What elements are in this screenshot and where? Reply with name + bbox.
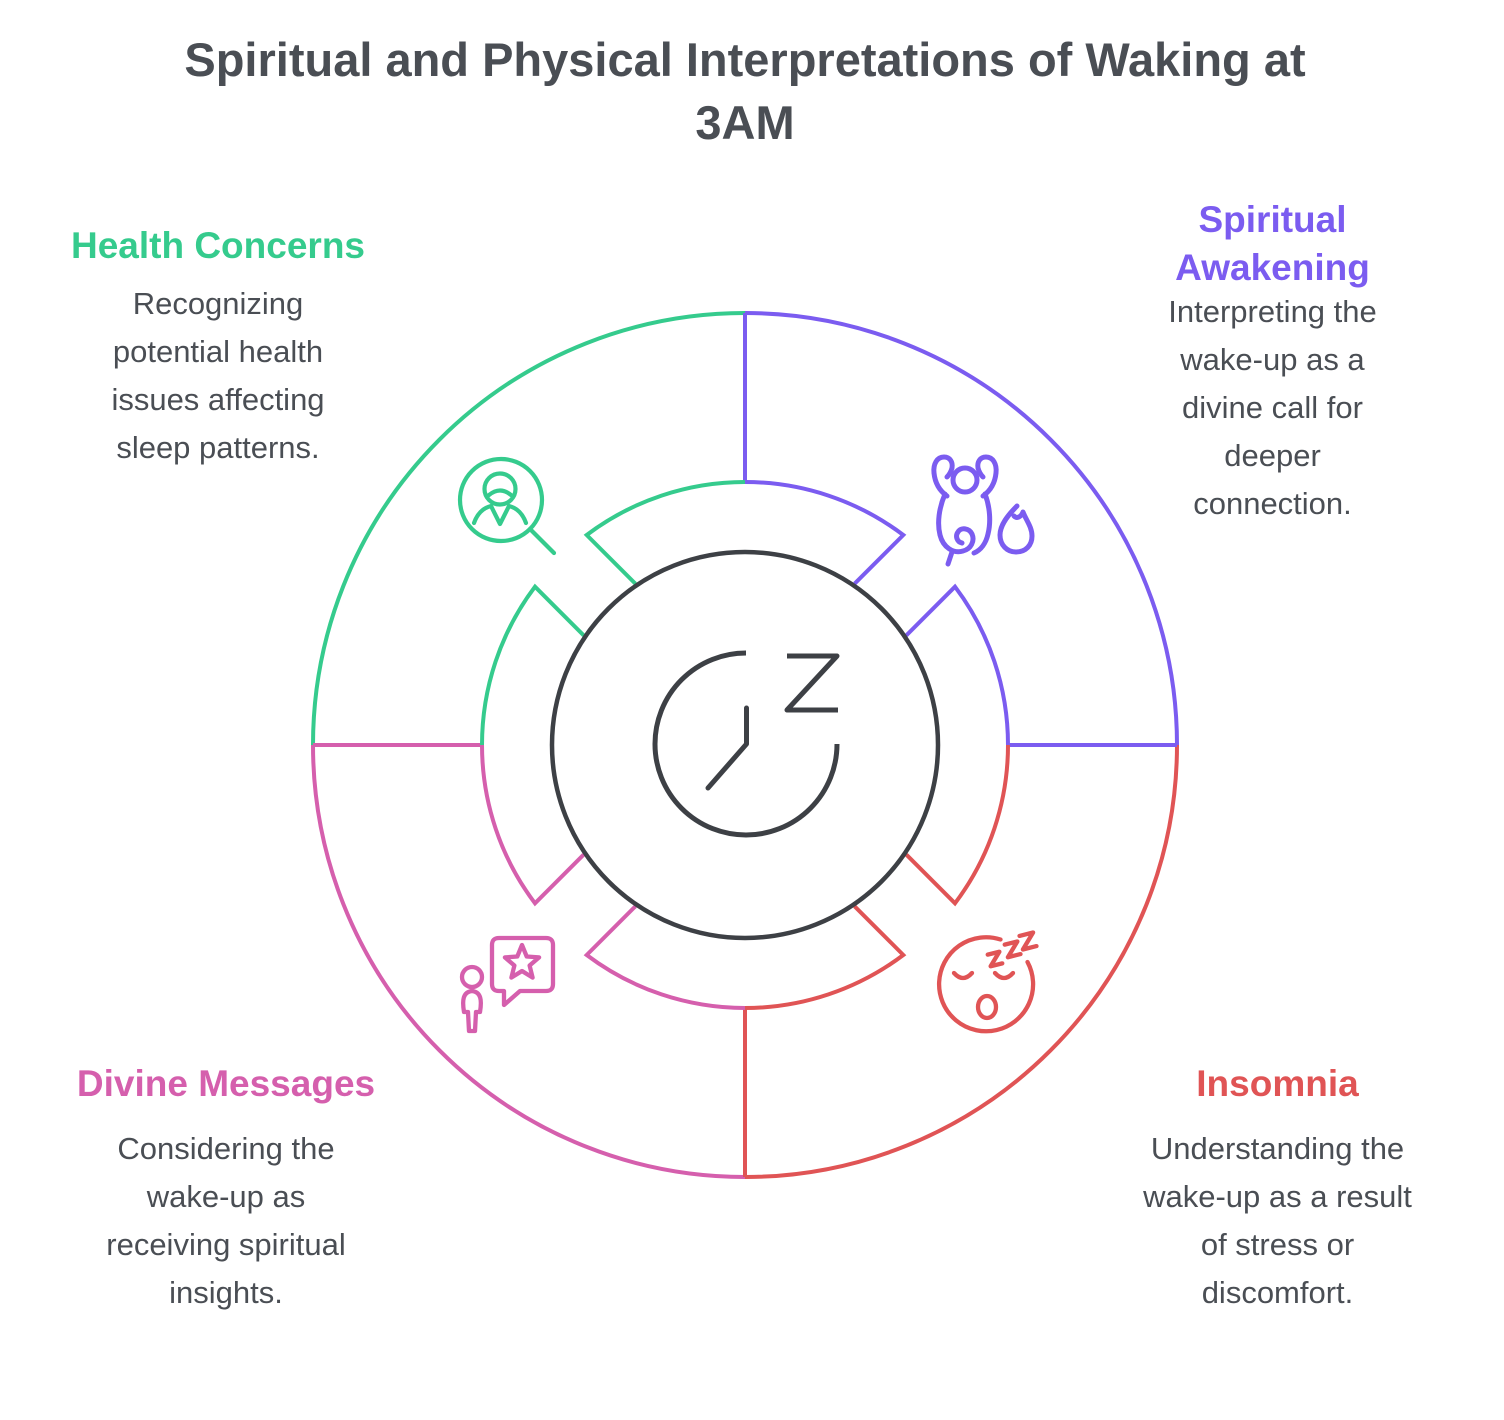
figure-leg	[945, 549, 955, 567]
middle-arrow-spiritual-a	[744, 480, 907, 586]
middle-arrow-spiritual	[744, 480, 1010, 746]
text-line: receiving spiritual	[106, 1227, 346, 1262]
text-line: connection.	[1193, 486, 1352, 521]
person-speech-bubble-star-icon	[459, 935, 556, 1034]
person-search-icon	[457, 456, 557, 556]
figure-body	[936, 491, 976, 555]
text-line: of stress or	[1200, 1227, 1355, 1262]
person-head	[482, 471, 518, 507]
clock-z-glyph	[784, 653, 840, 713]
magnifier-handle	[527, 526, 557, 556]
text-line: Health Concerns	[70, 225, 365, 266]
sleep-clock-icon	[652, 650, 840, 838]
sleeping-face-zzz-icon	[936, 930, 1039, 1034]
spiritual-awakening-description: Interpreting the wake-up as a divine call …	[1095, 288, 1450, 528]
health-concerns-heading: Health Concerns	[38, 222, 398, 270]
text-line: Divine Messages	[76, 1063, 376, 1104]
center-circle	[549, 549, 941, 941]
flame	[997, 503, 1035, 555]
page-title: Spiritual and Physical Interpretations o…	[95, 28, 1395, 154]
text-line: insights.	[169, 1275, 283, 1310]
sleep-face-outline	[936, 935, 1036, 1034]
middle-arrow-insomnia	[744, 744, 1010, 1010]
middle-arrow-divine	[480, 744, 746, 1010]
praising-person-flame-icon	[931, 454, 1035, 567]
middle-arrow-health-a	[583, 480, 746, 586]
middle-ring	[480, 480, 1010, 1010]
text-line: issues affecting	[111, 382, 325, 417]
figure-side	[971, 491, 993, 556]
outer-arc-divine	[311, 744, 746, 1179]
figure-head	[950, 465, 980, 495]
text-line: Spiritual and Physical Interpretations o…	[184, 33, 1306, 86]
text-line: divine call for	[1182, 390, 1363, 425]
text-line: Recognizing	[132, 286, 304, 321]
text-line: sleep patterns.	[116, 430, 320, 465]
speaker-body	[460, 988, 484, 1034]
text-line: Interpreting the	[1168, 294, 1377, 329]
sleep-z-1	[985, 949, 1005, 969]
health-concerns-description: Recognizing potential health issues affect…	[38, 280, 398, 472]
outer-arc-insomnia	[744, 744, 1179, 1179]
person-shoulders	[471, 503, 529, 527]
clock-hands	[705, 705, 749, 791]
sleep-z-3	[1017, 930, 1039, 952]
divine-messages-description: Considering the wake-up as receiving spiri…	[46, 1125, 406, 1317]
clock-face-arc	[652, 650, 840, 838]
person-face	[486, 488, 514, 498]
middle-arrow-health	[480, 480, 746, 746]
text-line: Considering the	[117, 1131, 335, 1166]
insomnia-heading: Insomnia	[1100, 1060, 1455, 1108]
star-icon	[502, 942, 542, 980]
middle-arrow-insomnia-a	[744, 904, 907, 1010]
text-line: potential health	[112, 334, 324, 369]
speaker-head	[459, 964, 485, 990]
figure-left-arm	[931, 454, 955, 499]
outer-arc-spiritual	[744, 311, 1179, 746]
middle-arrow-divine-b	[583, 904, 746, 1010]
speech-bubble	[489, 935, 556, 1008]
sleep-mouth	[975, 993, 999, 1021]
text-line: Awakening	[1175, 247, 1370, 288]
figure-right-arm	[975, 454, 999, 499]
outer-ring	[311, 311, 1179, 1179]
middle-arrow-spiritual-b	[904, 583, 1010, 746]
sleep-z-2	[1002, 939, 1023, 960]
divine-messages-heading: Divine Messages	[46, 1060, 406, 1108]
middle-arrow-divine-a	[480, 744, 586, 907]
text-line: wake-up as a	[1180, 342, 1365, 377]
insomnia-description: Understanding the wake-up as a result of s…	[1100, 1125, 1455, 1317]
text-line: 3AM	[695, 96, 795, 149]
middle-arrow-insomnia-b	[904, 744, 1010, 907]
sleep-right-eye	[992, 970, 1016, 981]
text-line: discomfort.	[1201, 1275, 1354, 1310]
text-line: wake-up as	[146, 1179, 306, 1214]
outer-arc-health	[311, 311, 746, 746]
text-line: Insomnia	[1196, 1063, 1359, 1104]
sleep-left-eye	[951, 970, 975, 981]
text-line: Understanding the	[1150, 1131, 1405, 1166]
text-line: wake-up as a result	[1143, 1179, 1412, 1214]
middle-arrow-health-b	[480, 583, 586, 746]
magnifier-lens	[457, 456, 545, 544]
text-line: deeper	[1224, 438, 1321, 473]
text-line: Spiritual	[1198, 199, 1347, 240]
